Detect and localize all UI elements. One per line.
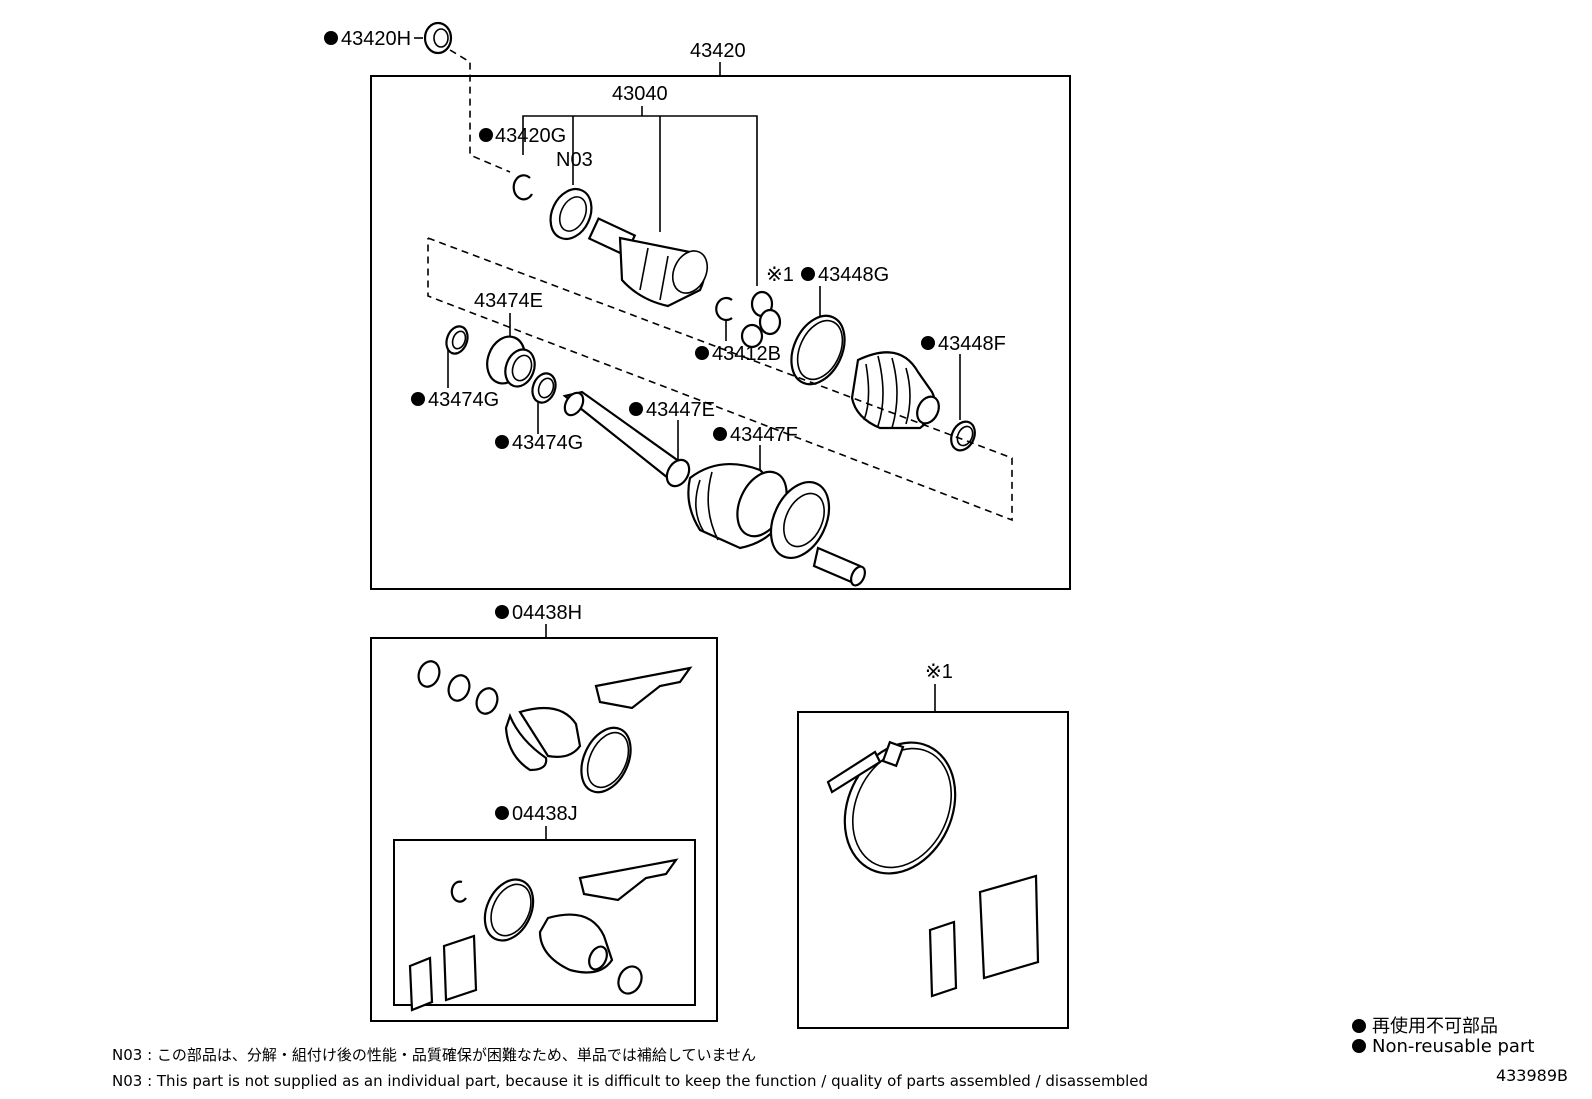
non-reusable-dot [495, 806, 509, 820]
label-43420[interactable]: 43420 [690, 40, 746, 62]
non-reusable-dot [1352, 1019, 1366, 1033]
kit-04438J-parts[interactable] [408, 858, 679, 1012]
non-reusable-dot [324, 31, 338, 45]
ring-N03[interactable] [543, 182, 599, 245]
non-reusable-dot [921, 336, 935, 350]
seal-43420H-part[interactable] [423, 21, 453, 55]
non-reusable-dot [695, 346, 709, 360]
non-reusable-dot [495, 435, 509, 449]
label-04438J[interactable]: 04438J [512, 803, 578, 825]
label-43448G[interactable]: 43448G [818, 264, 889, 286]
label-note1b[interactable]: ※1 [925, 661, 953, 683]
legend-en: Non-reusable part [1352, 1036, 1534, 1057]
label-43040[interactable]: 43040 [612, 83, 668, 105]
label-43447E[interactable]: 43447E [646, 399, 715, 421]
non-reusable-dot [629, 402, 643, 416]
bearing-43474E[interactable] [481, 331, 540, 390]
inboard-joint-housing[interactable] [587, 217, 714, 308]
non-reusable-dot [801, 267, 815, 281]
drive-shaft-outboard[interactable] [561, 390, 868, 588]
label-43448F[interactable]: 43448F [938, 333, 1006, 355]
label-43420G[interactable]: 43420G [495, 125, 566, 147]
label-43412B[interactable]: 43412B [712, 343, 781, 365]
note-jp: N03 : この部品は、分解・組付け後の性能・品質確保が困難なため、単品では補給… [112, 1046, 757, 1064]
ring-43474G-left[interactable] [443, 323, 471, 356]
boot-clamp-band[interactable] [824, 724, 1040, 998]
label-43474E[interactable]: 43474E [474, 290, 543, 312]
label-note1[interactable]: ※1 [766, 264, 794, 286]
label-43474G-b[interactable]: 43474G [512, 432, 583, 454]
label-N03[interactable]: N03 [556, 149, 593, 171]
kit-box-04438H [370, 637, 718, 1022]
legend-jp-text: 再使用不可部品 [1372, 1016, 1498, 1037]
label-43447F[interactable]: 43447F [730, 424, 798, 446]
label-43474G-a[interactable]: 43474G [428, 389, 499, 411]
label-04438H[interactable]: 04438H [512, 602, 582, 624]
legend-jp: 再使用不可部品 [1352, 1012, 1498, 1038]
ring-43474G-right[interactable] [529, 370, 560, 406]
boot-clamp-43448G[interactable] [781, 307, 855, 393]
snap-ring-43420G[interactable] [512, 174, 533, 201]
non-reusable-dot [1352, 1039, 1366, 1053]
boot-clamp-43448F[interactable] [947, 418, 980, 454]
legend-en-text: Non-reusable part [1372, 1036, 1535, 1057]
inboard-boot[interactable] [850, 351, 943, 430]
note-en: N03 : This part is not supplied as an in… [112, 1072, 1149, 1090]
tripod-43412B-part[interactable] [740, 290, 782, 349]
kit-04438H-parts[interactable] [415, 658, 693, 800]
snap-ring[interactable] [715, 296, 733, 322]
kit-box-04438J [393, 839, 696, 1006]
non-reusable-dot [411, 392, 425, 406]
non-reusable-dot [713, 427, 727, 441]
label-43420H[interactable]: 43420H [341, 28, 411, 50]
illustration-id: 433989B [1495, 1066, 1568, 1085]
clamp-kit-box [797, 711, 1069, 1029]
non-reusable-dot [479, 128, 493, 142]
non-reusable-dot [495, 605, 509, 619]
